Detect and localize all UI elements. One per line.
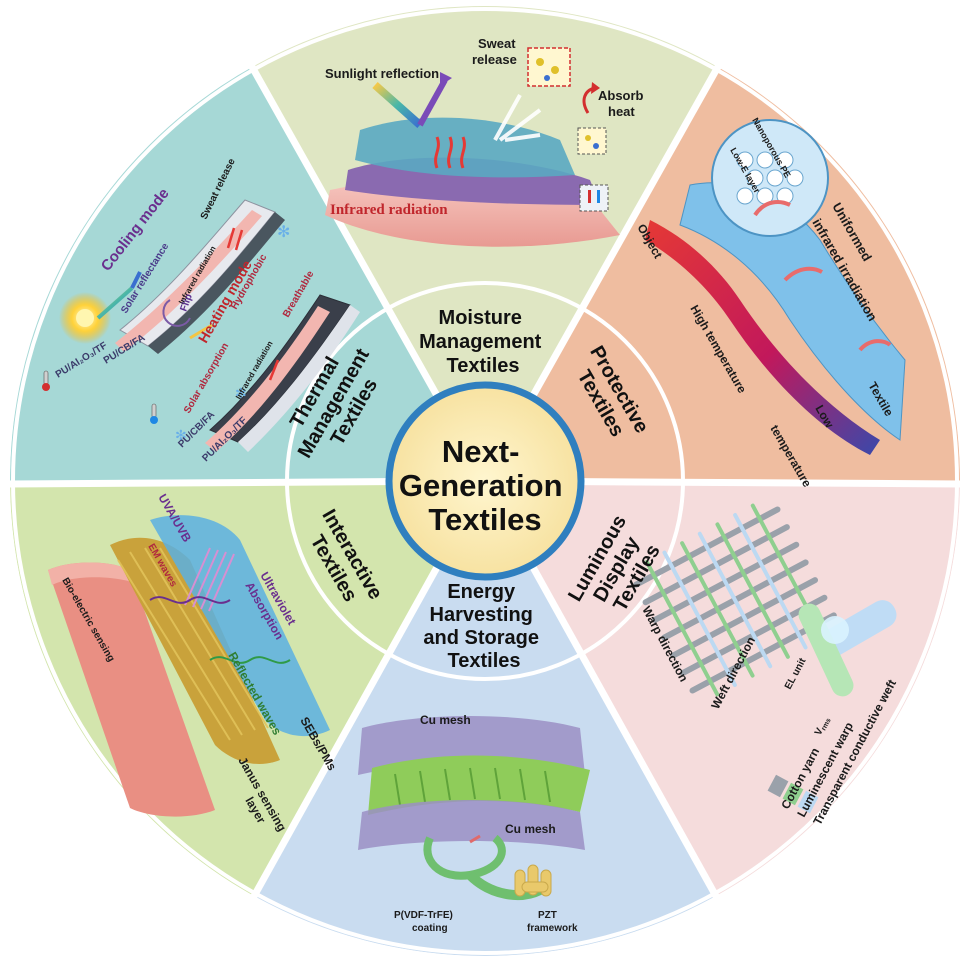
piezo-fiber-layer: [368, 755, 590, 815]
outer-ring: [11, 7, 959, 955]
center-circle: [385, 381, 585, 581]
sunlight-reflection-label: Sunlight reflection: [325, 66, 439, 81]
thermometer-icon: [150, 403, 158, 424]
release-label: release: [472, 52, 517, 67]
absorb-label: Absorb: [598, 88, 644, 103]
pzt-label: PZT: [538, 910, 557, 921]
skin-layer: [48, 562, 215, 817]
sunlight-arrow: [372, 82, 423, 128]
pzt-framework-label: framework: [527, 923, 578, 934]
center-title: Next- Generation Textiles: [399, 434, 571, 537]
infrared-radiation-label: Infrared radiation: [330, 202, 448, 218]
moisture-illustration: Sunlight reflection Sweat release Absorb…: [325, 36, 644, 247]
sweat-label: Sweat: [478, 36, 516, 51]
energy-title: Energy Harvesting and Storage Textiles: [423, 581, 544, 672]
object-layer: [645, 220, 880, 455]
heat-inset: [577, 127, 607, 155]
snowflake-icon: ✻: [175, 429, 187, 444]
heat-label: heat: [608, 104, 635, 119]
thermometer-icon: [42, 370, 50, 391]
flip-icon: [162, 299, 191, 327]
moisture-title: Moisture Management Textiles: [419, 307, 547, 377]
pvdf-coating-label: coating: [412, 923, 448, 934]
snowflake-icon: ✻: [277, 224, 290, 241]
energy-illustration: Cu mesh Cu mesh P(VDF-TrFE) coating PZT …: [358, 713, 590, 934]
sweat-inset: [527, 47, 571, 87]
inner-ring: [285, 281, 685, 681]
cu-mesh-top-label: Cu mesh: [420, 713, 471, 727]
seb-pm-layer: [150, 515, 330, 737]
thermal-illustration: ✻ ✻ ✻ Cooling mode Sweat release Solar r…: [42, 157, 360, 464]
cu-mesh-bottom-label: Cu mesh: [505, 822, 556, 836]
snowflake-icon: ✻: [235, 387, 247, 402]
cu-mesh-bottom: [358, 800, 585, 850]
interactive-illustration: UVA/UVB EM waves Ultraviolet Absorption …: [48, 492, 339, 834]
temperature-inset: [579, 184, 609, 212]
sensing-fiber-layer: [110, 537, 280, 765]
el-unit-zoom: [798, 600, 897, 697]
pvdf-label: P(VDF-TrFE): [394, 910, 453, 921]
